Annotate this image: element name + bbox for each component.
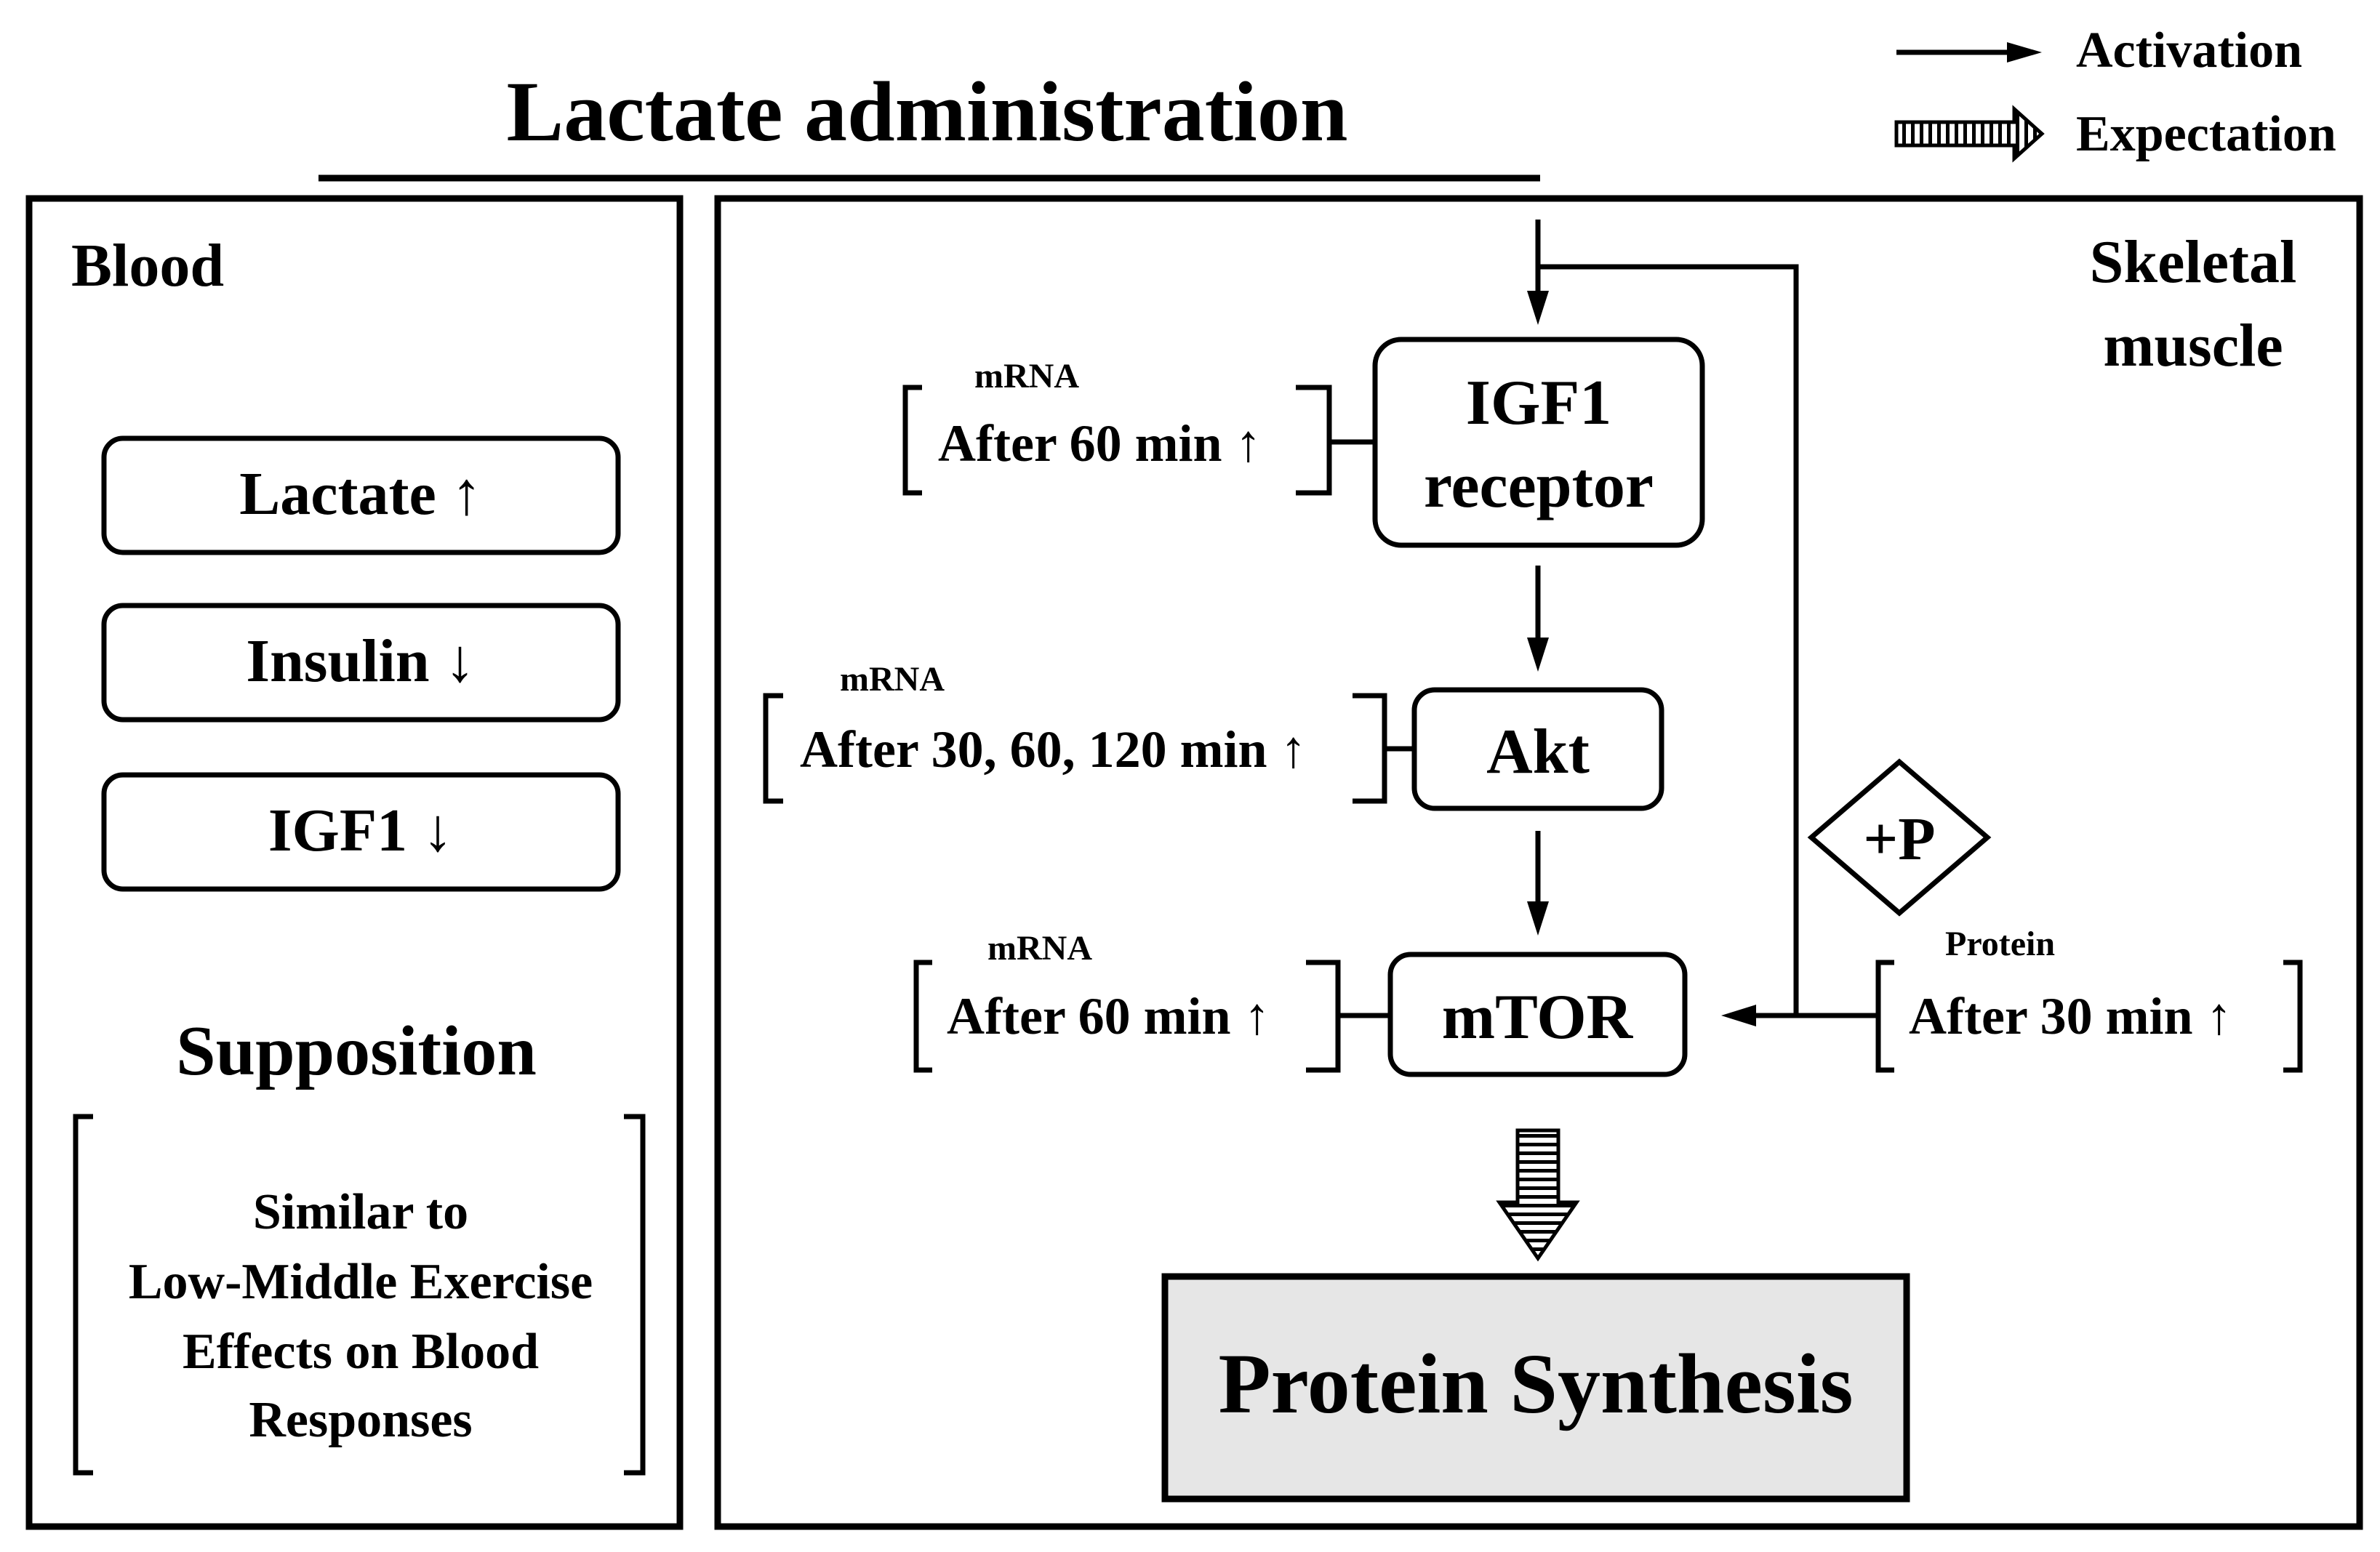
bracket-left: [913, 960, 932, 1073]
annotation-mtor-protein: Protein After 30 min ↑: [1875, 925, 2303, 1073]
marker-label: Insulin ↓: [246, 627, 475, 695]
bracket-right: [1306, 960, 1341, 1073]
legend-activation-label: Activation: [2076, 23, 2302, 79]
marker-label: Lactate ↑: [239, 460, 482, 528]
marker-box: [101, 603, 621, 723]
muscle-panel-heading-line1: Skeletal: [2090, 228, 2297, 296]
annotation-tag: mRNA: [987, 929, 1092, 968]
akt-to-mtor-arrowhead-icon: [1527, 901, 1549, 936]
muscle-panel: Skeletal muscle IGF1 receptor Akt mTOR: [714, 195, 2363, 1530]
bracket-right: [1296, 385, 1332, 496]
bracket-right: [2283, 960, 2303, 1073]
node-igf1-receptor: IGF1 receptor: [1372, 337, 1705, 548]
legend: Activation Expectation: [1894, 23, 2336, 163]
supposition-line: Responses: [249, 1392, 472, 1448]
page-title: Lactate administration: [507, 64, 1348, 159]
node-label: Akt: [1486, 717, 1590, 787]
node-label: mTOR: [1442, 982, 1634, 1053]
blood-panel: Blood Lactate ↑ Insulin ↓ IGF1 ↓ Supposi…: [25, 195, 684, 1530]
blood-marker-lactate: Lactate ↑: [101, 435, 621, 555]
node-akt: Akt: [1411, 687, 1664, 811]
annotation-akt: mRNA After 30, 60, 120 min ↑: [763, 660, 1414, 804]
annotation-tag: mRNA: [840, 660, 945, 699]
marker-box: [101, 772, 621, 892]
muscle-panel-heading-line2: muscle: [2103, 312, 2283, 379]
annotation-text: After 60 min ↑: [947, 987, 1270, 1045]
blood-panel-frame: [25, 195, 684, 1530]
feedback-line: [1538, 264, 1799, 1018]
supposition-bracket-left: [73, 1114, 93, 1476]
supposition-line: Similar to: [253, 1184, 468, 1240]
blood-panel-heading: Blood: [71, 232, 224, 299]
node-label-line1: IGF1: [1466, 368, 1611, 438]
marker-label: IGF1 ↓: [268, 797, 453, 864]
result-protein-synthesis: Protein Synthesis: [1161, 1273, 1910, 1503]
bracket-left: [902, 385, 922, 496]
phospho-diamond-icon: [1807, 758, 1992, 917]
igf1r-to-akt-arrowhead-icon: [1527, 638, 1549, 672]
result-box: [1161, 1273, 1910, 1503]
annotation-text: After 30 min ↑: [1909, 987, 2232, 1045]
node-mtor: mTOR: [1387, 952, 1688, 1077]
bracket-left: [763, 693, 783, 804]
blood-marker-insulin: Insulin ↓: [101, 603, 621, 723]
supposition-bracket-right: [624, 1114, 646, 1476]
legend-activation-arrowhead-icon: [2007, 42, 2042, 63]
phosphorylation-marker: +P: [1807, 758, 1992, 917]
marker-box: [101, 435, 621, 555]
annotation-text: After 30, 60, 120 min ↑: [800, 720, 1307, 779]
annotation-mtor: mRNA After 60 min ↑: [913, 929, 1390, 1073]
blood-marker-igf1: IGF1 ↓: [101, 772, 621, 892]
legend-expectation-label: Expectation: [2076, 106, 2336, 162]
annotation-text: After 60 min ↑: [938, 414, 1262, 473]
annotation-tag: mRNA: [974, 357, 1079, 395]
supposition-line: Low-Middle Exercise: [129, 1254, 593, 1310]
annotation-tag: Protein: [1945, 925, 2055, 963]
result-label: Protein Synthesis: [1218, 1336, 1853, 1431]
feedback-arrowhead-icon: [1721, 1005, 1756, 1026]
input-arrowhead-icon: [1527, 291, 1549, 325]
expectation-arrow-icon: [1496, 1128, 1580, 1262]
legend-expectation-arrow-icon: [1894, 105, 2045, 163]
supposition-line: Effects on Blood: [183, 1324, 539, 1380]
phospho-label: +P: [1863, 805, 1935, 873]
bracket-left: [1875, 960, 1894, 1073]
supposition-title: Supposition: [176, 1012, 537, 1090]
bracket-right: [1353, 693, 1387, 804]
muscle-panel-frame: [714, 195, 2363, 1530]
node-label-line2: receptor: [1424, 451, 1654, 521]
annotation-igf1r: mRNA After 60 min ↑: [902, 357, 1375, 496]
